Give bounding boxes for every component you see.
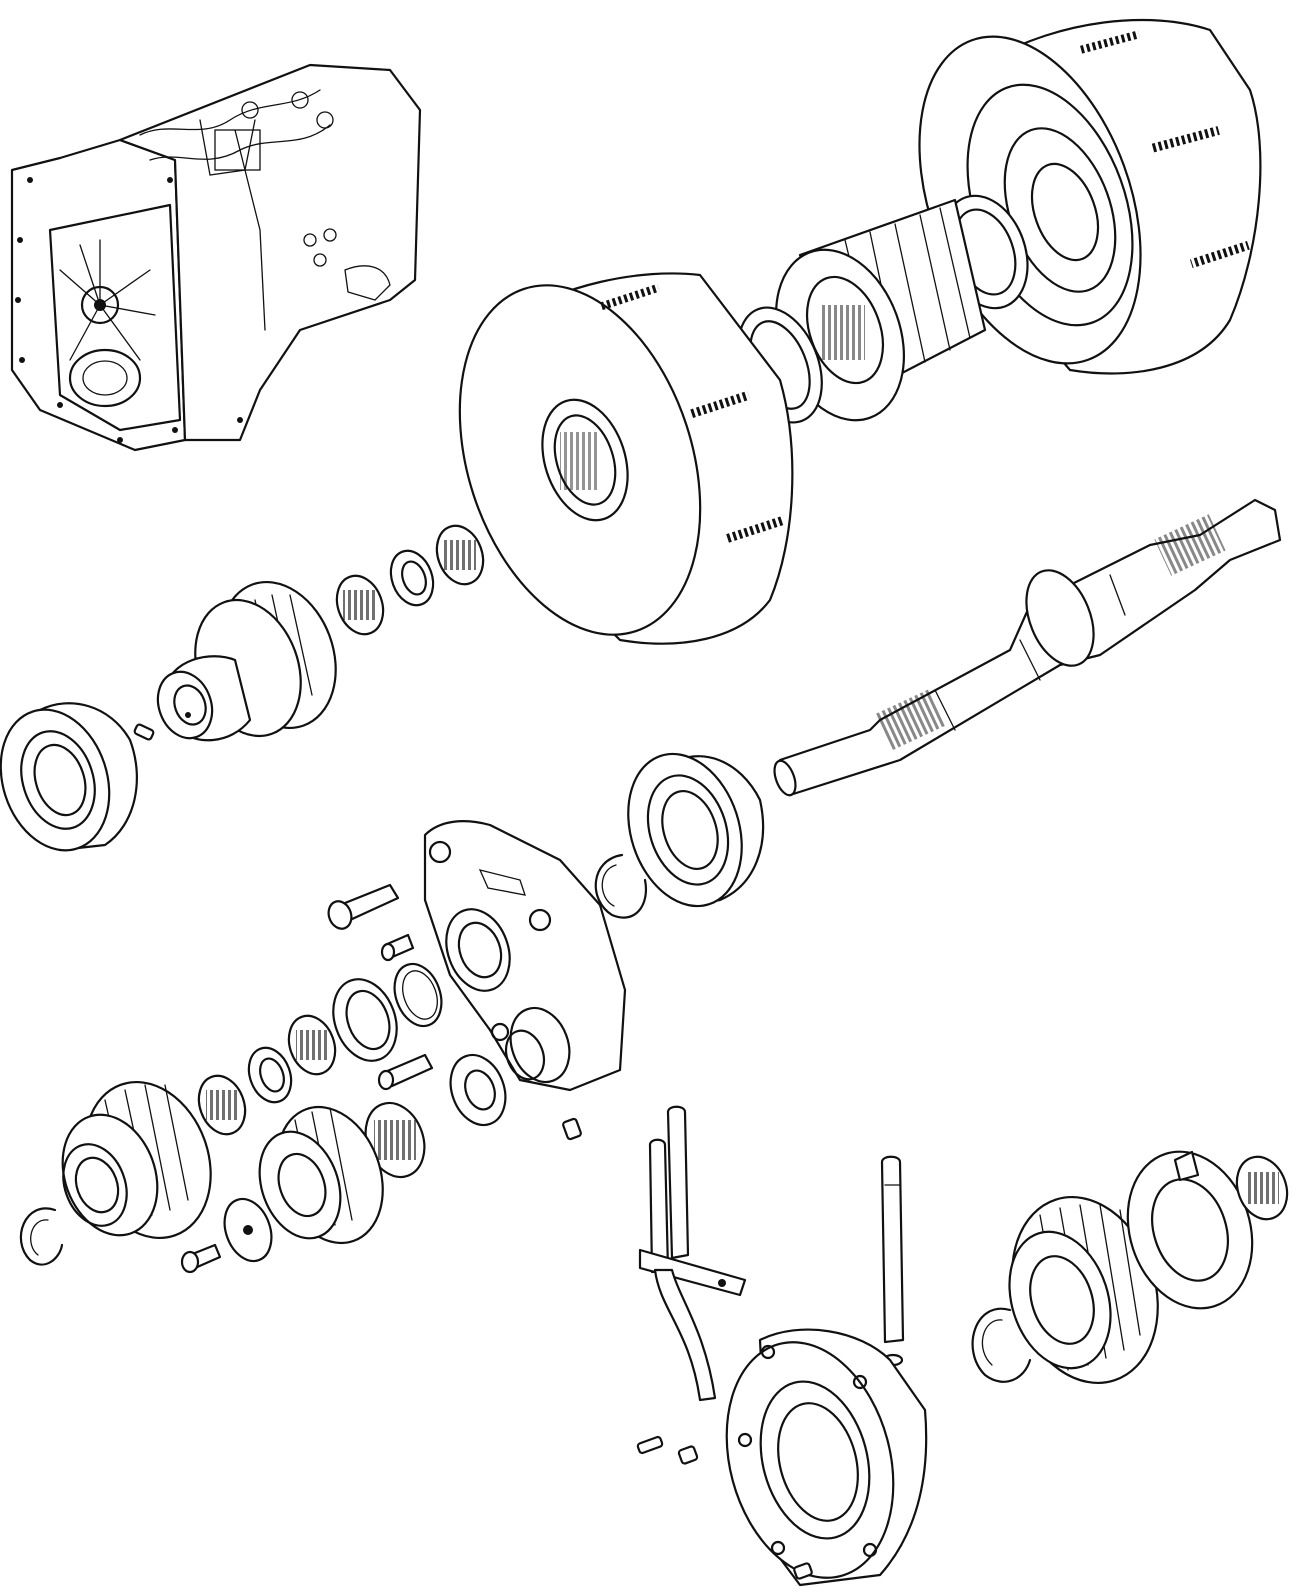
bolt (180, 1243, 222, 1274)
snap-ring (971, 1307, 1032, 1383)
snap-ring (594, 853, 648, 919)
toothed-sleeve-gear (774, 198, 987, 422)
spacer-washer (389, 549, 435, 607)
pin-shaft (880, 1155, 905, 1367)
spacer-washer (223, 1197, 273, 1263)
locking-plate (1126, 1150, 1254, 1310)
spur-gear (61, 1080, 212, 1240)
transmission-housing (10, 63, 422, 452)
pin (562, 1117, 582, 1141)
ball-bearing (627, 752, 765, 908)
needle-bearing (1235, 1155, 1289, 1221)
spacer-washer (247, 1046, 293, 1104)
needle-bearing (287, 1014, 337, 1076)
pin (133, 723, 155, 741)
needle-bearing (364, 1101, 426, 1179)
large-gear (1008, 1195, 1159, 1385)
bolt (377, 1053, 434, 1091)
bolt (327, 883, 400, 930)
spacer-washer (449, 1053, 507, 1127)
spacer-washer (332, 978, 398, 1062)
pin (793, 1562, 813, 1580)
needle-bearing (335, 574, 385, 636)
snap-ring (393, 962, 443, 1028)
clutch-hub-housing (458, 272, 794, 645)
pin (636, 1435, 699, 1465)
spur-gear (258, 1105, 384, 1245)
pinion-gear (156, 580, 337, 742)
needle-bearing (435, 524, 485, 586)
snap-ring (19, 1207, 64, 1266)
pump-body-cover (423, 820, 627, 1092)
main-shaft (773, 498, 1282, 797)
ball-bearing (0, 702, 138, 852)
shift-fork-rod (638, 1105, 747, 1402)
needle-bearing (197, 1074, 247, 1136)
bolt (380, 933, 415, 962)
flange-cover (725, 1328, 928, 1587)
